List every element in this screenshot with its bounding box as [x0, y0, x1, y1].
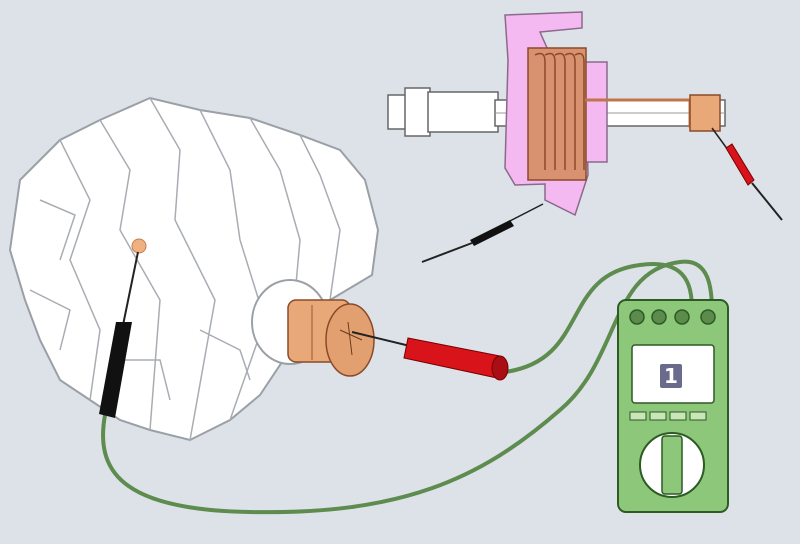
field-terminal: [131, 238, 147, 254]
pole-claw: [584, 61, 608, 163]
field-coil: [527, 47, 587, 181]
alternator-icon: [8, 96, 380, 442]
rotor-cutaway-icon: [387, 11, 783, 263]
red-probe: [351, 331, 509, 381]
black-lead-wire: [101, 259, 714, 515]
test-leads: [101, 259, 714, 515]
cutaway-red-probe: [711, 127, 783, 221]
cutaway-black-probe: [421, 203, 544, 263]
rotor-shaft: [427, 91, 499, 133]
red-lead-wire: [503, 262, 694, 374]
dial-knob: [661, 435, 683, 495]
meter-reading: 1: [664, 364, 678, 388]
meter-buttons: [629, 411, 707, 421]
multimeter-icon: 1: [617, 299, 729, 513]
slip-ring: [287, 299, 375, 377]
slip-ring-cutaway: [689, 94, 721, 132]
shaft-washer: [404, 87, 431, 137]
meter-jacks: [629, 309, 716, 325]
black-probe: [99, 251, 139, 418]
lcd-badge: [660, 364, 682, 388]
